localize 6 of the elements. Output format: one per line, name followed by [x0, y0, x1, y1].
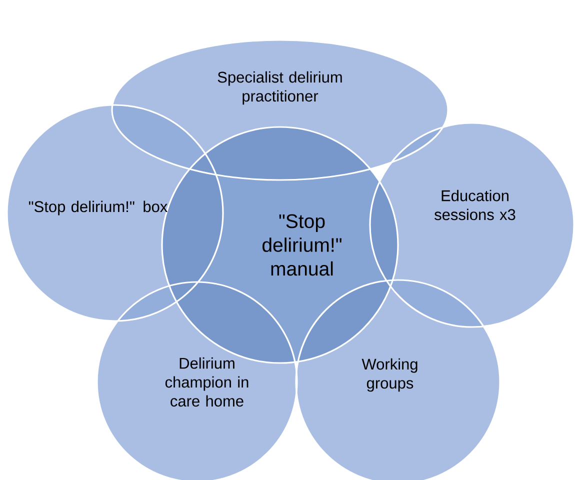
circle-label: "Stop delirium!" manual — [262, 214, 342, 276]
circle-label: Specialist delirium practitioner — [218, 71, 342, 105]
circle-label: Working groups — [362, 358, 418, 392]
circle-label: Education sessions x3 — [434, 190, 516, 220]
circle-label: "Stop delirium!" box — [28, 200, 168, 216]
circle-label: Delirium champion in care home — [165, 357, 248, 407]
